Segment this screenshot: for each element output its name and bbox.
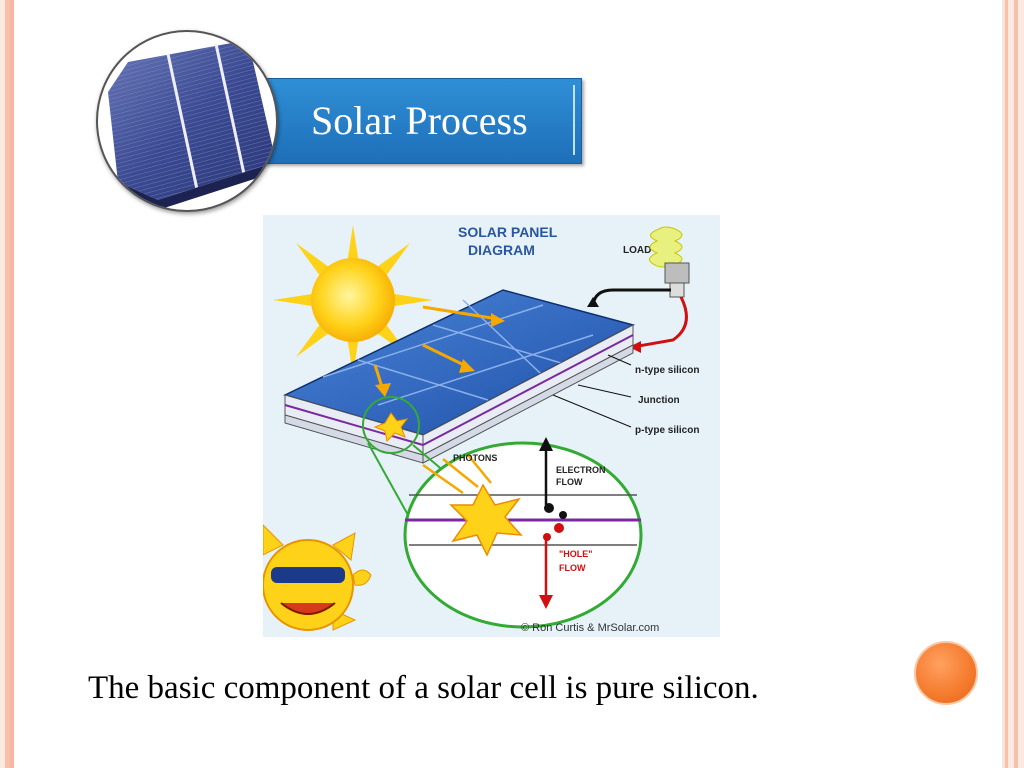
light-bulb-icon	[649, 226, 690, 298]
left-border-stripe	[0, 0, 10, 768]
photon-arrows	[373, 305, 505, 397]
diagram-title-line1: SOLAR PANEL	[458, 224, 558, 240]
solar-cell-image	[96, 30, 278, 212]
solar-panel-diagram: SOLAR PANEL DIAGRAM LOAD	[262, 215, 720, 637]
junction-label: Junction	[638, 395, 680, 406]
solar-panel-diagram-svg: SOLAR PANEL DIAGRAM LOAD	[262, 224, 699, 634]
solar-cell-illustration	[108, 40, 276, 210]
red-wire	[632, 296, 688, 349]
slide-title: Solar Process	[311, 98, 528, 143]
load-label: LOAD	[623, 245, 651, 256]
sun-icon	[273, 225, 433, 375]
orange-accent-dot	[914, 641, 978, 705]
diagram-title-line2: DIAGRAM	[468, 242, 535, 258]
n-type-silicon-label: n-type silicon	[635, 365, 699, 376]
zoomed-junction-view: PHOTONS ELECTRON FLOW "HOLE" FLOW	[403, 437, 643, 629]
photons-label: PHOTONS	[453, 453, 497, 463]
slide-caption: The basic component of a solar cell is p…	[88, 670, 759, 706]
right-border-stripes	[1002, 0, 1024, 768]
hole-flow-line2: FLOW	[559, 563, 586, 573]
layer-labels: n-type silicon Junction p-type silicon	[552, 354, 699, 436]
electron-flow-line1: ELECTRON	[556, 465, 606, 475]
p-type-silicon-label: p-type silicon	[635, 425, 699, 436]
hole-flow-line1: "HOLE"	[559, 549, 593, 559]
zoom-source-circle	[362, 396, 420, 454]
electron-flow-line2: FLOW	[556, 477, 583, 487]
black-wire	[591, 288, 671, 306]
cartoon-sun-icon	[262, 523, 372, 631]
title-banner: Solar Process	[262, 78, 582, 164]
image-credit: © Ron Curtis & MrSolar.com	[521, 622, 659, 634]
